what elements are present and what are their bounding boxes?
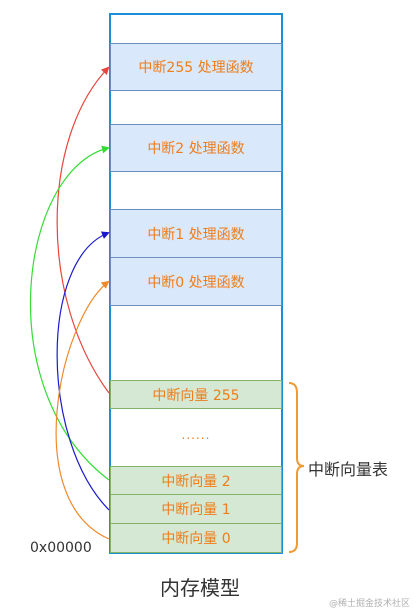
vector-table-label: 中断向量表 bbox=[308, 460, 389, 479]
vector-0-box: 中断向量 0 bbox=[110, 523, 282, 553]
vector-2-label: 中断向量 2 bbox=[161, 473, 231, 490]
arrow-vector-1-to-handler bbox=[56, 231, 110, 511]
ellipsis: ...... bbox=[181, 428, 211, 442]
arrow-vector-2-to-handler bbox=[29, 145, 110, 481]
vector-0-label: 中断向量 0 bbox=[161, 531, 231, 547]
base-address-label: 0x00000 bbox=[30, 540, 92, 556]
vector-255-box: 中断向量 255 bbox=[110, 380, 282, 409]
handler-1-label: 中断1 处理函数 bbox=[147, 226, 245, 243]
vector-2-box: 中断向量 2 bbox=[110, 466, 282, 495]
vector-1-label: 中断向量 1 bbox=[161, 502, 231, 518]
diagram-title: 内存模型 bbox=[160, 576, 240, 600]
arrow-vector-0-to-handler bbox=[55, 280, 110, 540]
handler-0-label: 中断0 处理函数 bbox=[147, 274, 245, 291]
vector-255-label: 中断向量 255 bbox=[152, 387, 240, 404]
handler-255-label: 中断255 处理函数 bbox=[138, 60, 254, 76]
handler-0-box: 中断0 处理函数 bbox=[110, 257, 282, 306]
handler-255-box: 中断255 处理函数 bbox=[110, 43, 282, 91]
watermark: @稀土掘金技术社区 bbox=[328, 599, 410, 609]
vector-table-brace bbox=[288, 382, 305, 553]
arrow-vector-255-to-handler bbox=[56, 66, 110, 394]
handler-2-box: 中断2 处理函数 bbox=[110, 124, 282, 172]
handler-2-label: 中断2 处理函数 bbox=[147, 141, 245, 157]
